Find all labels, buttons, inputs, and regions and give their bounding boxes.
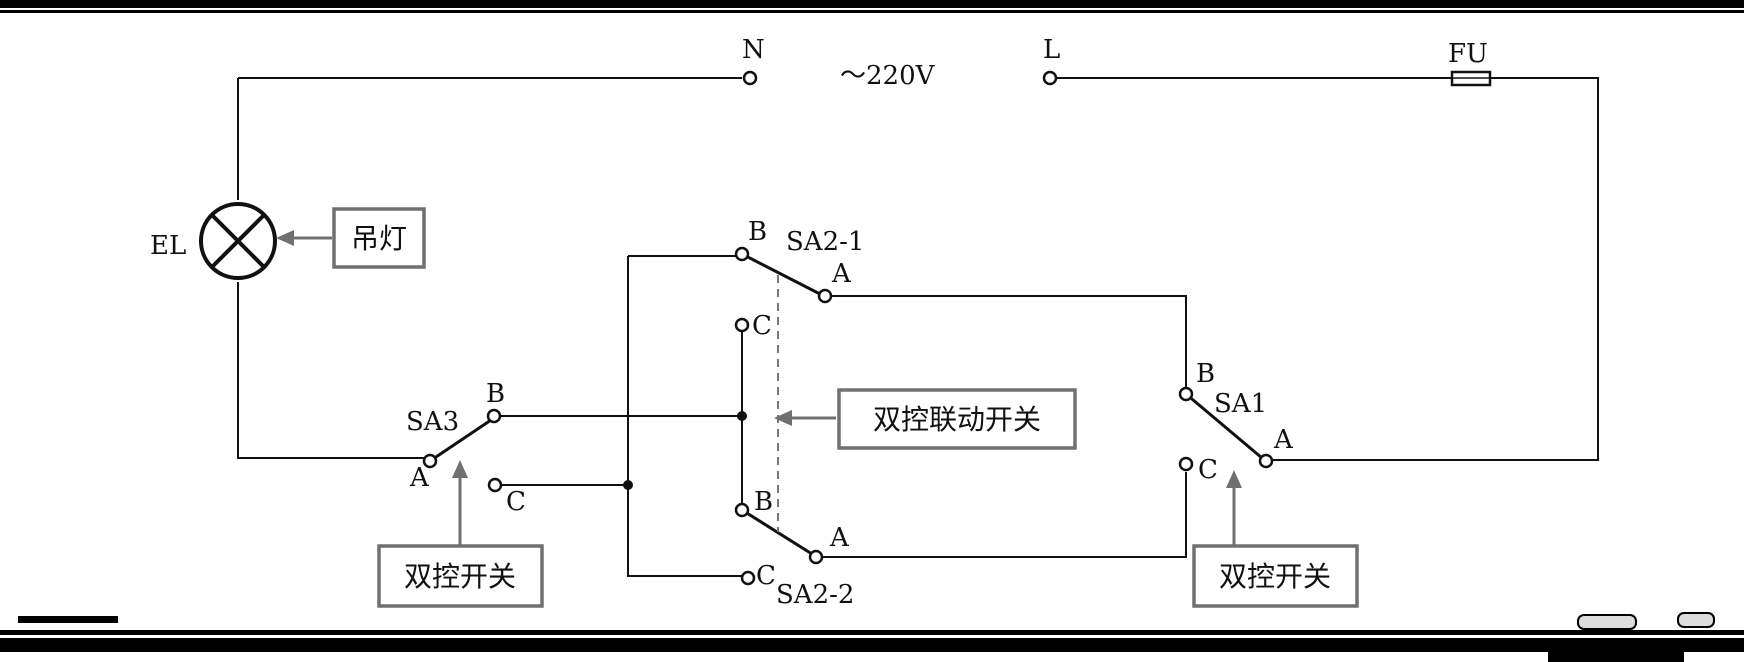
sa2-1-terminal-a bbox=[817, 288, 833, 304]
sa1-terminal-c bbox=[1178, 456, 1194, 472]
arrow-head-icon bbox=[452, 460, 468, 478]
label-sa2-1-c: C bbox=[752, 311, 772, 341]
arrow-head-icon bbox=[276, 230, 294, 246]
sa1-callout-text: 双控开关 bbox=[1219, 560, 1331, 593]
label-sa2-1-a: A bbox=[831, 259, 852, 289]
sa2-2-terminal-c bbox=[740, 570, 756, 586]
sa2-1-terminal-b bbox=[734, 246, 750, 262]
label-sa1-a: A bbox=[1273, 425, 1294, 455]
junction-dot bbox=[623, 480, 633, 490]
callout-box-lamp bbox=[332, 207, 426, 269]
sa3-callout-text: 双控开关 bbox=[404, 560, 516, 593]
wire-lamp-to-sa3 bbox=[237, 282, 428, 459]
top-frame-bar bbox=[0, 0, 1744, 8]
label-l: L bbox=[1043, 35, 1060, 65]
label-sa3-c: C bbox=[506, 487, 526, 517]
label-n: N bbox=[742, 35, 765, 65]
arrow-head-icon bbox=[1226, 470, 1242, 488]
bottom-left-mark bbox=[18, 616, 118, 623]
label-sa2-1: SA2-1 bbox=[786, 227, 864, 257]
sa1-blade bbox=[1185, 392, 1263, 460]
arrow-head-icon bbox=[774, 410, 792, 426]
terminal-n bbox=[742, 70, 758, 86]
label-sa1-b: B bbox=[1196, 359, 1215, 389]
label-sa3-a: A bbox=[409, 463, 430, 493]
label-sa1-c: C bbox=[1198, 455, 1218, 485]
junction-dot bbox=[737, 411, 747, 421]
label-sa3: SA3 bbox=[406, 407, 459, 437]
sa2-1-blade bbox=[741, 252, 821, 296]
callout-box-linked bbox=[837, 388, 1077, 450]
label-sa3-b: B bbox=[486, 379, 505, 409]
bottom-right-mark bbox=[1548, 652, 1684, 662]
sa3-terminal-a bbox=[422, 453, 438, 469]
wire-sa21-a-to-sa1-b bbox=[831, 295, 1187, 388]
label-sa2-2-b: B bbox=[754, 487, 773, 517]
bottom-smudge-2 bbox=[1677, 612, 1715, 628]
wire-sa22-a-to-sa1-c bbox=[822, 472, 1187, 558]
lamp-callout-text: 吊灯 bbox=[351, 222, 407, 255]
label-fuse: FU bbox=[1448, 39, 1488, 69]
sa3-terminal-c bbox=[487, 477, 503, 493]
sa2-2-terminal-a bbox=[808, 549, 824, 565]
linked-switch-callout-text: 双控联动开关 bbox=[873, 403, 1041, 436]
label-sa2-2-a: A bbox=[829, 523, 850, 553]
label-voltage: ～220V bbox=[840, 61, 936, 91]
bottom-smudge bbox=[1577, 614, 1637, 630]
sa3-blade bbox=[429, 414, 498, 463]
bottom-frame-line bbox=[0, 630, 1744, 635]
callout-box-sa3 bbox=[377, 544, 544, 608]
wire-sa3c-bus bbox=[627, 256, 742, 577]
lamp-cross bbox=[210, 213, 266, 269]
wire-fuse-to-sa1 bbox=[1272, 77, 1599, 461]
callout-box-sa1 bbox=[1192, 544, 1359, 608]
sa2-1-terminal-c bbox=[734, 317, 750, 333]
bottom-frame-bar bbox=[0, 638, 1744, 652]
label-sa2-2-c: C bbox=[756, 561, 776, 591]
label-lamp: EL bbox=[150, 231, 186, 261]
sa3-terminal-b bbox=[486, 408, 502, 424]
top-frame-line bbox=[0, 10, 1744, 13]
label-sa2-1-b: B bbox=[748, 217, 767, 247]
terminal-l bbox=[1042, 70, 1058, 86]
label-sa1: SA1 bbox=[1214, 389, 1267, 419]
sa2-2-terminal-b bbox=[734, 502, 750, 518]
sa1-terminal-b bbox=[1178, 386, 1194, 402]
sa1-terminal-a bbox=[1258, 453, 1274, 469]
label-sa2-2: SA2-2 bbox=[776, 580, 854, 610]
